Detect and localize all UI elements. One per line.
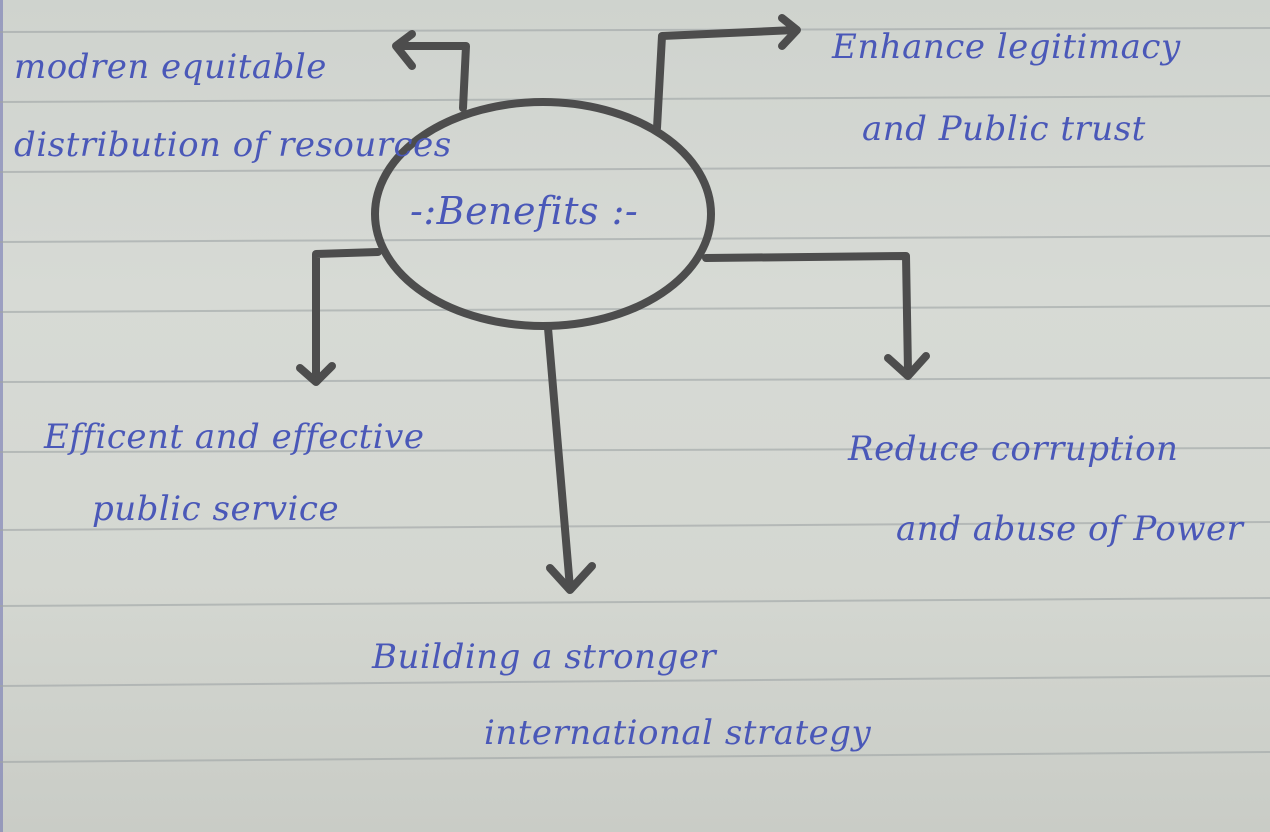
arrow-mid-left <box>312 248 382 384</box>
rule-line <box>0 521 1270 531</box>
rule-line <box>0 235 1270 243</box>
mid-right-line1: Reduce corruption <box>848 429 1179 469</box>
rule-line <box>0 675 1270 687</box>
top-right-line2: and Public trust <box>862 109 1146 149</box>
center-ellipse <box>371 98 715 330</box>
arrowhead-top-right <box>778 14 801 50</box>
top-right-line1: Enhance legitimacy <box>832 27 1181 67</box>
bottom-line1: Building a stronger <box>372 637 717 677</box>
bottom-line2: international strategy <box>484 713 872 753</box>
arrowhead-top-left <box>392 30 416 70</box>
rule-line <box>0 751 1270 763</box>
margin-line <box>0 0 3 832</box>
arrowhead-mid-left <box>296 362 336 386</box>
arrow-top-left <box>394 42 470 112</box>
top-left-line2: distribution of resources <box>14 125 452 165</box>
arrowhead-mid-right <box>884 352 930 380</box>
rule-line <box>0 377 1270 383</box>
rule-line <box>0 597 1270 607</box>
mid-left-line2: public service <box>92 489 340 529</box>
mid-right-line2: and abuse of Power <box>896 509 1244 549</box>
rule-line <box>0 447 1270 453</box>
arrowhead-bottom <box>546 562 596 594</box>
rule-line <box>0 165 1270 173</box>
arrow-mid-right <box>702 252 912 376</box>
top-left-line1: modren equitable <box>14 47 327 87</box>
rule-line <box>0 95 1270 103</box>
center-label: -:Benefits :- <box>410 189 639 233</box>
mid-left-line1: Efficent and effective <box>44 417 425 457</box>
arrow-bottom <box>544 324 574 592</box>
arrow-top-right <box>653 26 799 132</box>
rule-line <box>0 27 1270 33</box>
